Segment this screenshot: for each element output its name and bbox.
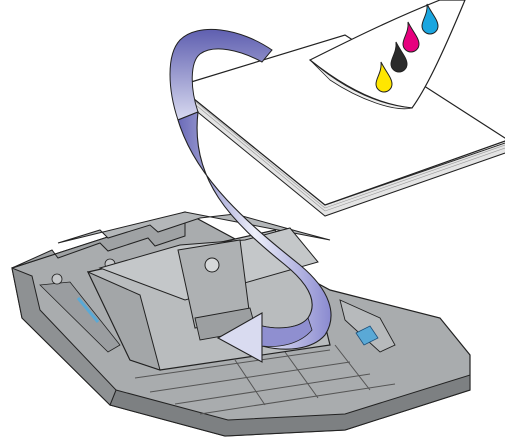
tray-screw-left [52, 274, 62, 284]
paper-support-hole [205, 258, 219, 272]
paper-cassette-tray [12, 212, 470, 436]
